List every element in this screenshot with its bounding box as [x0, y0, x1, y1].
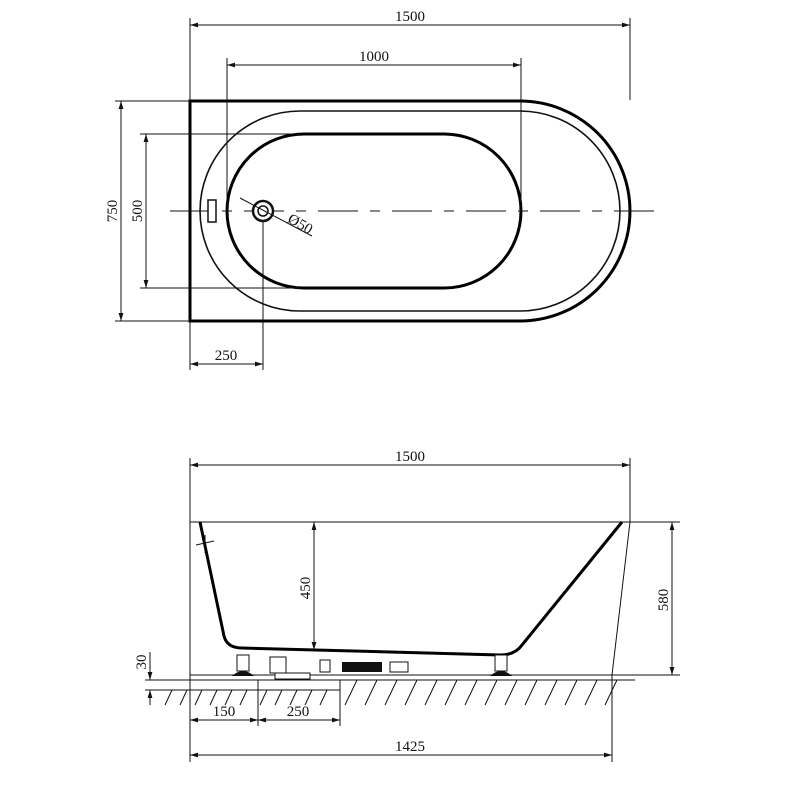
- floor-hatch: [145, 679, 635, 706]
- leg-left: [232, 654, 254, 676]
- dim-side-overall-length: 1500: [395, 449, 425, 465]
- dim-basin-length: 1000: [359, 49, 389, 65]
- side-view: 1500 450: [134, 449, 680, 762]
- basin-outline-top: [225, 132, 523, 290]
- dim-drain-offset-side: 250: [287, 704, 310, 720]
- drain-leader: [239, 197, 313, 237]
- dim-basin-width: 500: [130, 200, 146, 223]
- dim-overall-width: 750: [105, 200, 121, 223]
- dim-drain-diameter: Ø50: [285, 211, 315, 238]
- drain-icon: [251, 199, 275, 223]
- overflow-icon: [207, 199, 217, 223]
- dim-top-overall-length: 1500: [395, 9, 425, 25]
- dim-overall-height: 580: [656, 589, 672, 612]
- tub-outline-top: [188, 99, 632, 323]
- dim-drain-offset-top: 250: [215, 348, 238, 364]
- top-view: 1500 1000 750 500 250 Ø50: [105, 9, 660, 370]
- basin-profile-side: [198, 521, 624, 657]
- dim-leg-offset: 150: [213, 704, 236, 720]
- dim-base-length: 1425: [395, 739, 425, 755]
- drain-inner-ring: [257, 205, 269, 217]
- dim-leg-height: 30: [134, 655, 150, 670]
- tub-rim-top: [199, 110, 621, 312]
- drain-assembly: [269, 656, 409, 680]
- dim-basin-depth: 450: [298, 577, 314, 600]
- leg-right: [490, 654, 512, 676]
